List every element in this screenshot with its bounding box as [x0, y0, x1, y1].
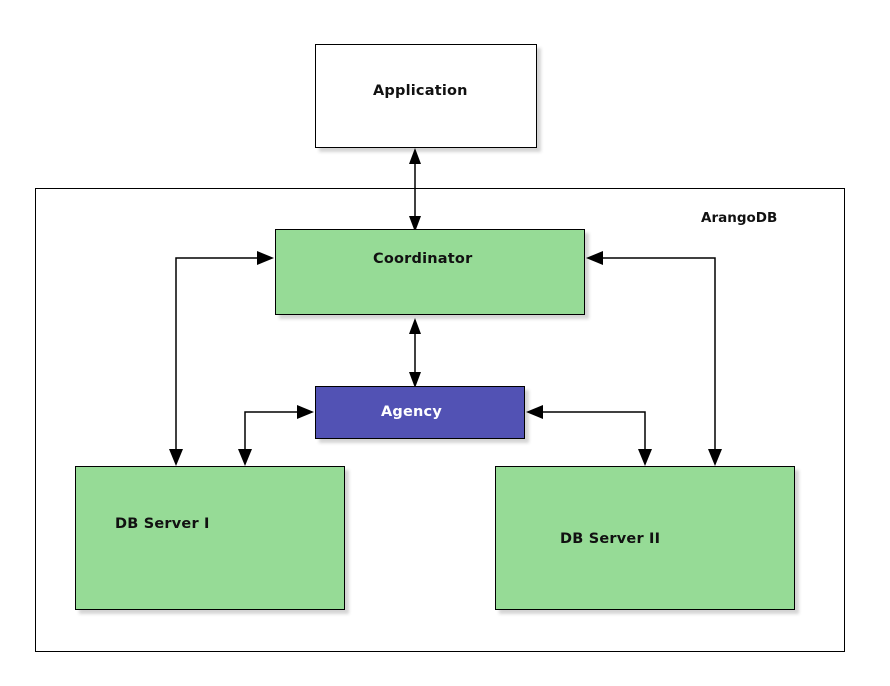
edge-coordinator-db-server-2 — [586, 251, 722, 466]
node-db-server-1[interactable] — [75, 466, 345, 610]
arangodb-container — [35, 188, 845, 652]
node-application[interactable] — [315, 44, 537, 148]
arangodb-container-label: ArangoDB — [701, 210, 778, 226]
edge-application-coordinator — [409, 148, 421, 232]
node-coordinator[interactable] — [275, 229, 585, 315]
edge-agency-db-server-1 — [238, 405, 314, 466]
edge-agency-db-server-2 — [526, 405, 652, 466]
edge-coordinator-db-server-1 — [169, 251, 274, 466]
edge-coordinator-agency — [409, 318, 421, 388]
node-db-server-2[interactable] — [495, 466, 795, 610]
node-agency[interactable] — [315, 386, 525, 439]
